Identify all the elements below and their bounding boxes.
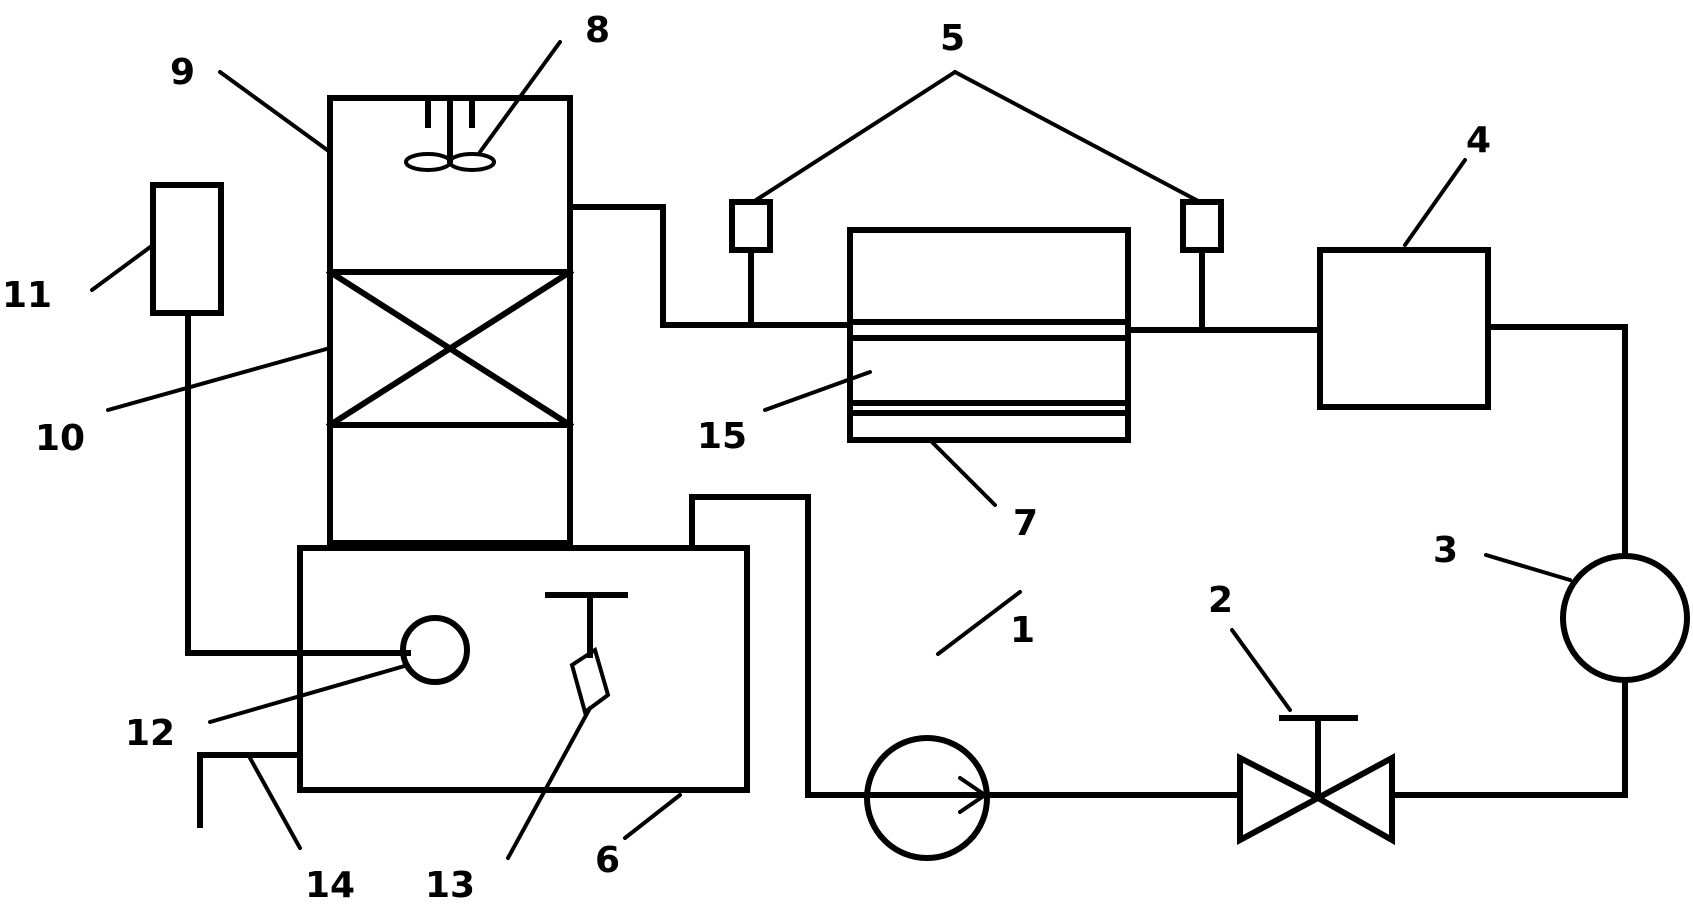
label-9: 9 xyxy=(170,52,195,93)
leader-lines xyxy=(90,40,1572,860)
pipe-valve-to-meter xyxy=(1389,677,1628,798)
label-8: 8 xyxy=(585,10,610,51)
drain-pipe xyxy=(197,752,301,828)
packing-section xyxy=(325,267,575,430)
device-box-11 xyxy=(150,182,224,316)
number-labels: 1 2 3 4 5 6 7 8 9 10 11 12 13 14 15 xyxy=(2,10,1491,905)
label-6: 6 xyxy=(595,840,620,881)
water-tank xyxy=(297,545,750,793)
label-12: 12 xyxy=(125,713,175,754)
sensor-icon xyxy=(729,199,773,328)
flow-meter-icon xyxy=(1560,553,1690,683)
label-15: 15 xyxy=(697,416,747,457)
label-11: 11 xyxy=(2,275,52,316)
valve-icon xyxy=(1237,715,1395,846)
pipe-meter-to-heater xyxy=(1485,324,1628,558)
heater-box xyxy=(1317,247,1491,410)
level-sensor-icon xyxy=(400,615,470,685)
label-13: 13 xyxy=(425,865,475,905)
float-valve-icon xyxy=(545,592,628,716)
label-7: 7 xyxy=(1013,503,1038,544)
label-14: 14 xyxy=(305,865,355,905)
pump-icon xyxy=(864,735,990,861)
pipe-cell-to-tower xyxy=(569,204,853,328)
label-4: 4 xyxy=(1466,120,1491,161)
label-5: 5 xyxy=(940,18,965,59)
label-3: 3 xyxy=(1433,530,1458,571)
sensor-icon xyxy=(1180,199,1224,333)
label-2: 2 xyxy=(1208,580,1233,621)
fan-icon xyxy=(404,97,496,172)
pipe-tank-to-pump xyxy=(689,494,873,798)
label-10: 10 xyxy=(35,418,85,459)
signal-line xyxy=(185,310,411,656)
label-1: 1 xyxy=(1010,610,1035,651)
test-cell xyxy=(847,227,1131,443)
